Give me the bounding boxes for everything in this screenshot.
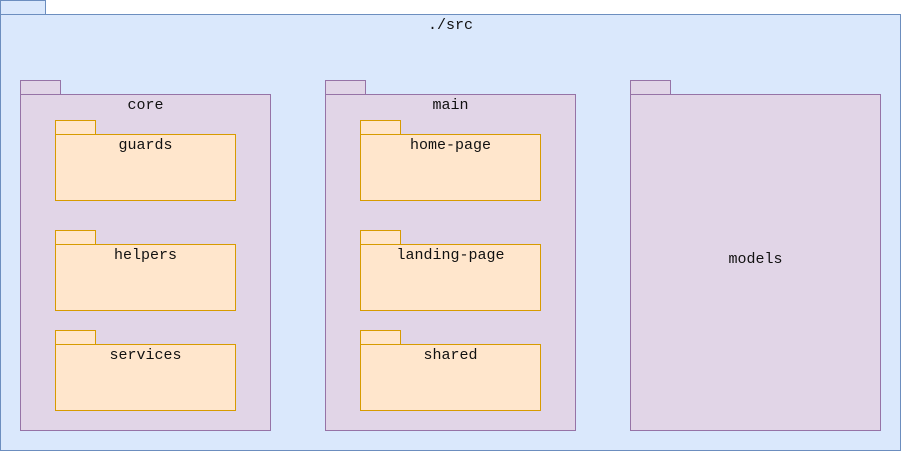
core-package-tab (20, 80, 61, 95)
home-page-package-tab (360, 120, 401, 135)
landing-page-package: landing-page (360, 244, 541, 311)
src-package-label: ./src (427, 17, 473, 34)
home-page-package-label: home-page (409, 137, 491, 154)
helpers-package: helpers (55, 244, 236, 311)
main-package-tab (325, 80, 366, 95)
home-page-package: home-page (360, 134, 541, 201)
shared-package: shared (360, 344, 541, 411)
main-package-label: main (432, 97, 469, 114)
shared-package-tab (360, 330, 401, 345)
models-package: models (630, 94, 881, 431)
models-package-label: models (728, 251, 783, 268)
core-package-label: core (127, 97, 164, 114)
models-package-tab (630, 80, 671, 95)
guards-package-tab (55, 120, 96, 135)
shared-package-label: shared (423, 347, 478, 364)
helpers-package-label: helpers (113, 247, 177, 264)
helpers-package-tab (55, 230, 96, 245)
src-package-tab (0, 0, 46, 15)
guards-package-label: guards (118, 137, 173, 154)
landing-page-package-tab (360, 230, 401, 245)
services-package-label: services (109, 347, 182, 364)
services-package: services (55, 344, 236, 411)
guards-package: guards (55, 134, 236, 201)
services-package-tab (55, 330, 96, 345)
landing-page-package-label: landing-page (396, 247, 505, 264)
